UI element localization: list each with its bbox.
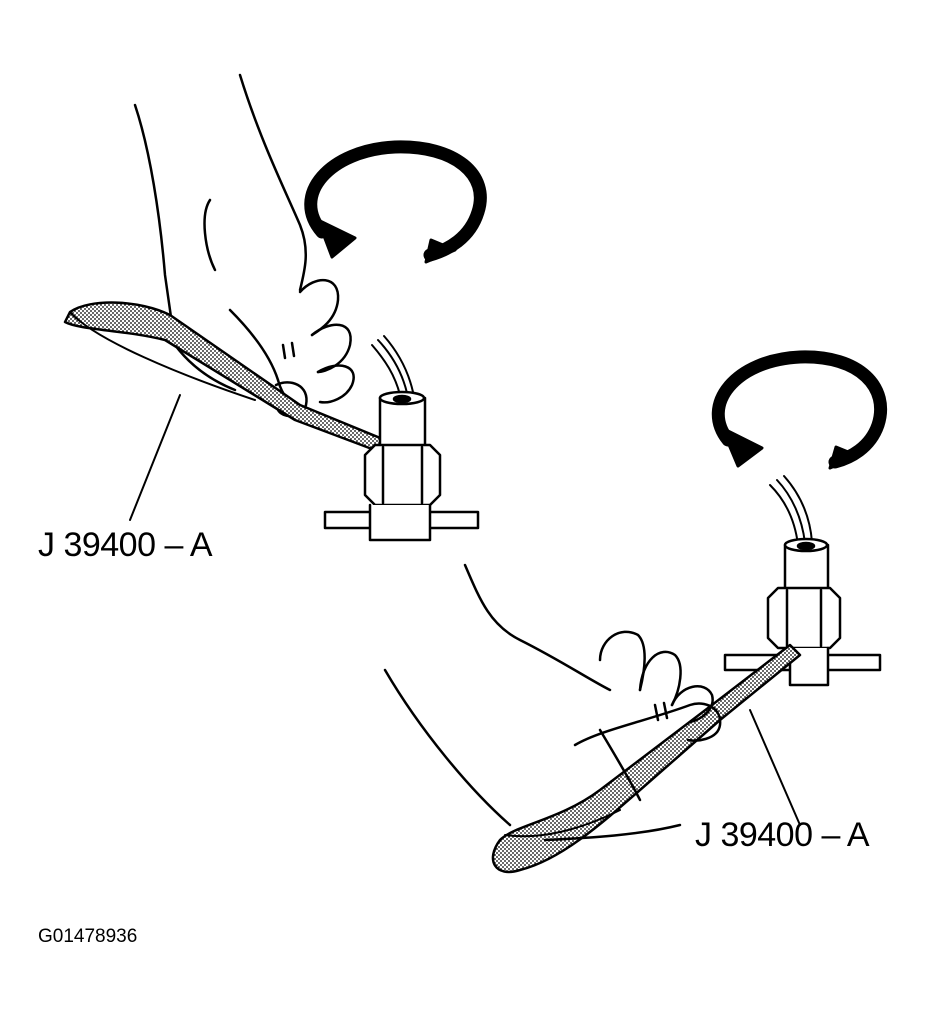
figure-id: G01478936 xyxy=(38,926,137,947)
pressure-switch-lower xyxy=(723,475,882,687)
leader-line-upper xyxy=(129,394,181,521)
pressure-switch-upper xyxy=(323,335,480,542)
upper-assembly xyxy=(63,73,487,542)
lower-assembly xyxy=(383,350,888,873)
rotation-arrow-upper-icon xyxy=(304,140,487,264)
tool-label-lower: J 39400 – A xyxy=(695,816,870,854)
rotation-arrow-lower-icon xyxy=(711,350,888,470)
leader-line-lower xyxy=(749,709,801,826)
hand-upper xyxy=(133,73,355,418)
hand-lower xyxy=(383,563,722,842)
tool-label-upper: J 39400 – A xyxy=(38,526,213,564)
strap-wrench-lower xyxy=(491,643,802,873)
